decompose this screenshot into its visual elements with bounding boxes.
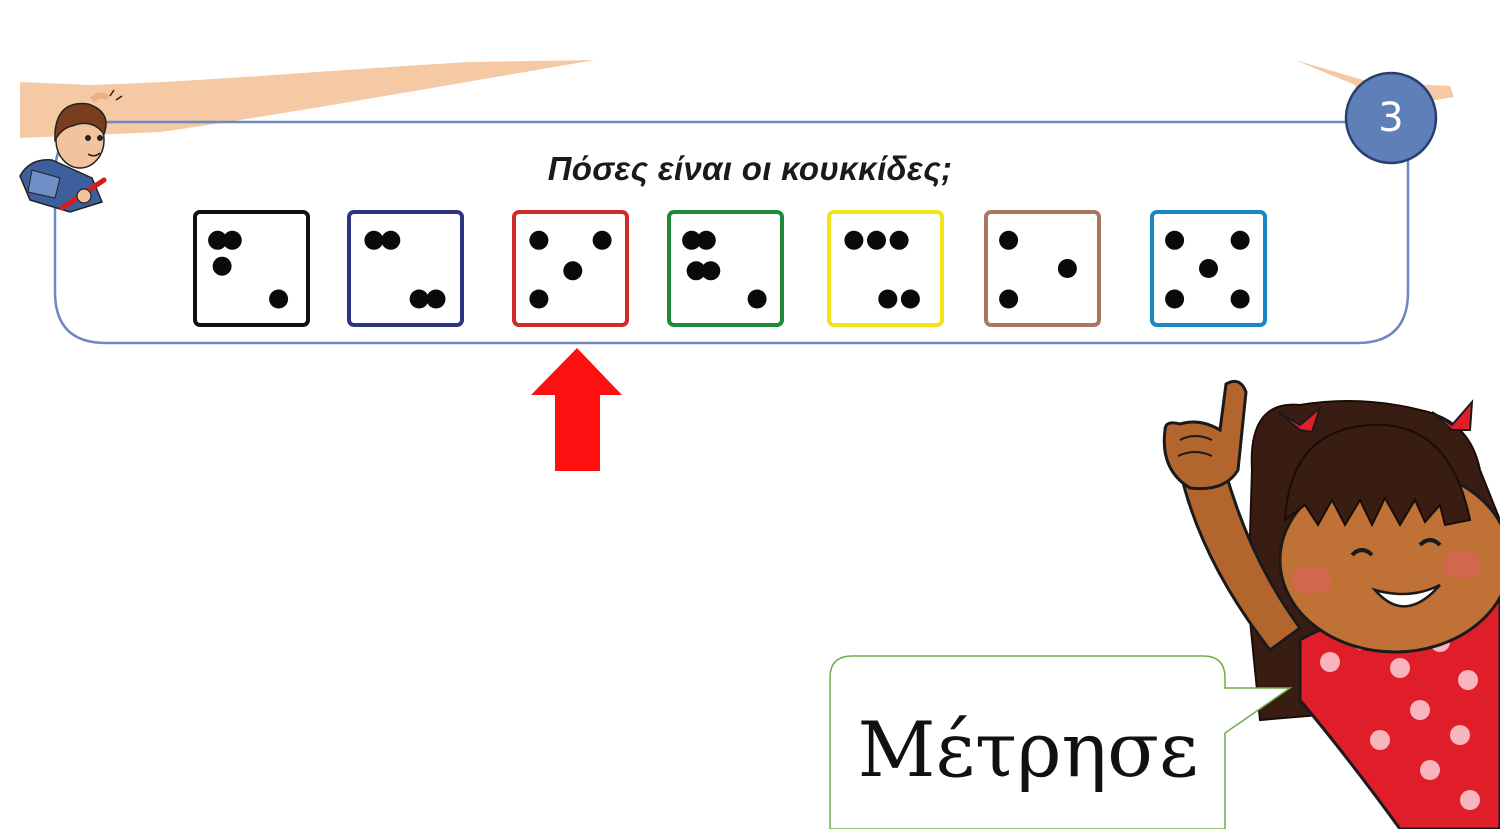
exercise-number: 3	[1378, 95, 1404, 141]
die-4-dot	[747, 289, 767, 309]
die-7-dot	[1165, 289, 1185, 309]
die-2	[347, 210, 464, 327]
die-4-dot	[682, 230, 702, 250]
die-7-dot	[1230, 230, 1250, 250]
die-5-dot	[900, 289, 920, 309]
dice-row	[193, 210, 1267, 327]
die-7-dot	[1199, 259, 1218, 278]
die-3-dot	[592, 230, 612, 250]
die-5-dot	[878, 289, 898, 309]
pointer-arrow	[531, 348, 622, 471]
speech-bubble	[829, 655, 1293, 829]
die-3-dot	[529, 289, 549, 309]
die-7-dot	[1165, 230, 1185, 250]
die-6	[984, 210, 1101, 327]
die-1-dot	[222, 230, 242, 250]
die-4-dot	[696, 230, 716, 250]
die-2-dot	[364, 230, 384, 250]
exercise-number-badge	[1344, 71, 1438, 165]
die-3-dot	[563, 261, 583, 281]
die-1-dot	[212, 256, 232, 276]
girl-illustration	[1162, 379, 1500, 829]
die-4-dot	[686, 261, 706, 281]
die-4	[667, 210, 784, 327]
die-5-dot	[844, 230, 864, 250]
ribbon-left	[20, 60, 595, 138]
die-1-dot	[269, 289, 289, 309]
question-title: Πόσες είναι οι κουκκίδες;	[547, 150, 953, 187]
die-5-dot	[889, 230, 909, 250]
die-5-dot	[867, 230, 886, 250]
die-3-dot	[529, 230, 549, 250]
die-2-dot	[426, 289, 446, 309]
die-1	[193, 210, 310, 327]
die-2-dot	[409, 289, 429, 309]
boy-illustration	[19, 89, 123, 213]
die-2-dot	[381, 230, 401, 250]
die-1-dot	[208, 230, 228, 250]
speech-bubble-text: Μέτρησε	[857, 705, 1199, 794]
die-6-dot	[1057, 259, 1077, 278]
die-4-dot	[701, 261, 721, 281]
die-7-dot	[1230, 289, 1250, 309]
die-6-dot	[999, 289, 1019, 309]
die-6-dot	[999, 230, 1019, 250]
